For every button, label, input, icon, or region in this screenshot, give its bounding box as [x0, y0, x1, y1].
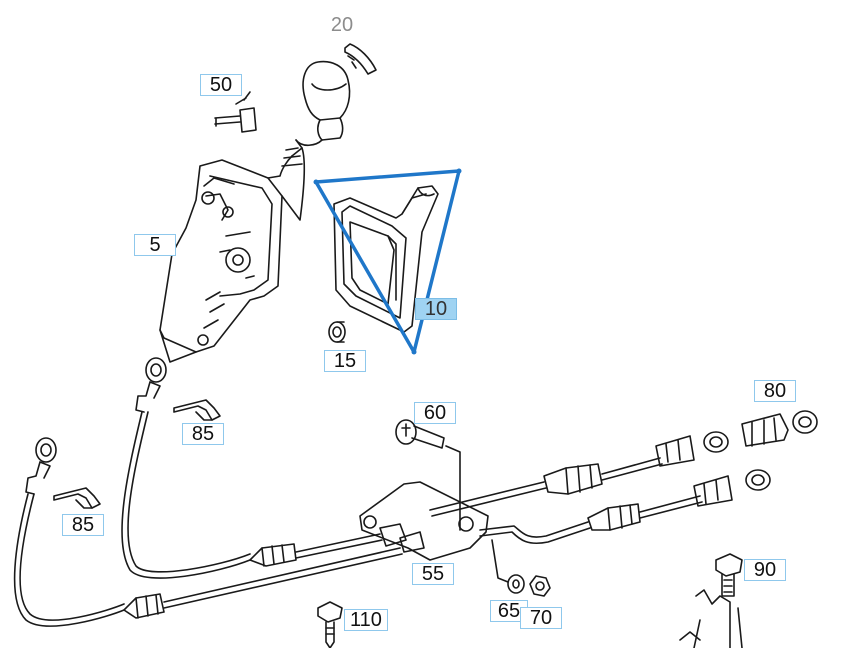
- clip-85-upper-drawing: [173, 399, 221, 421]
- callout-65[interactable]: 65: [490, 600, 528, 622]
- callout-110[interactable]: 110: [344, 609, 388, 631]
- washer-65-drawing: [507, 574, 525, 594]
- selection-outline: [313, 168, 462, 355]
- callout-85-lower[interactable]: 85: [62, 514, 104, 536]
- screw-110-drawing: [317, 601, 343, 648]
- callout-85-upper[interactable]: 85: [182, 423, 224, 445]
- cable-end-80-drawing: [741, 410, 818, 447]
- callout-10[interactable]: 10: [415, 298, 457, 320]
- nut-70-drawing: [529, 575, 551, 597]
- callout-55[interactable]: 55: [412, 563, 454, 585]
- cable-bracket-drawing: [123, 431, 771, 619]
- screw-50-drawing: [214, 91, 257, 133]
- callout-90[interactable]: 90: [744, 559, 786, 581]
- callout-20[interactable]: 20: [330, 14, 354, 36]
- bolt-90-drawing: [679, 553, 743, 648]
- callout-15[interactable]: 15: [324, 350, 366, 372]
- callout-80[interactable]: 80: [754, 380, 796, 402]
- shift-cable-left-drawing: [13, 357, 251, 627]
- clip-85-lower-drawing: [53, 487, 101, 509]
- ring-15-drawing: [328, 321, 346, 343]
- cap-drawing: [344, 43, 377, 75]
- shift-housing-drawing: [159, 139, 305, 363]
- callout-70[interactable]: 70: [520, 607, 562, 629]
- screw-60-drawing: [395, 419, 509, 583]
- gear-knob-drawing: [291, 60, 351, 157]
- callout-5[interactable]: 5: [134, 234, 176, 256]
- callout-50[interactable]: 50: [200, 74, 242, 96]
- callout-60[interactable]: 60: [414, 402, 456, 424]
